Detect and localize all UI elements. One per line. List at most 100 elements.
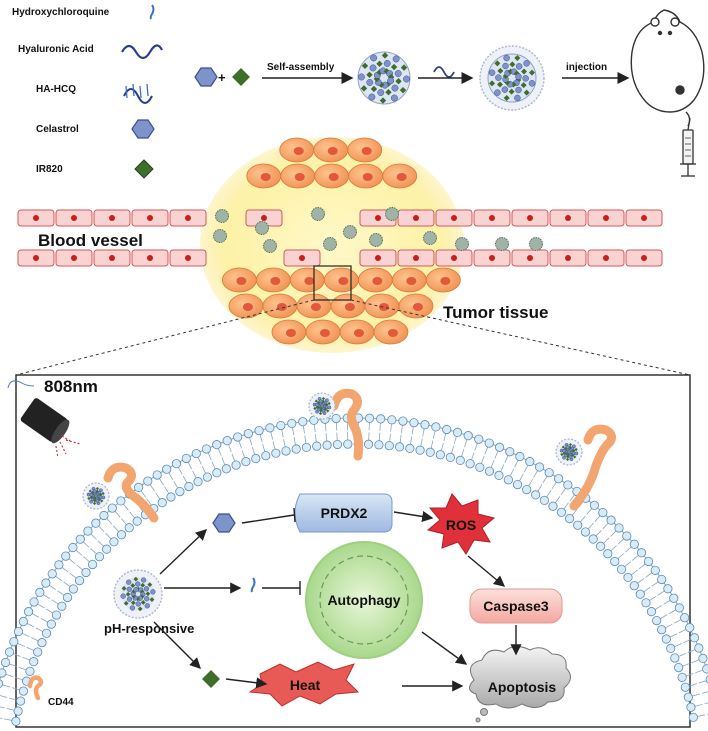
- autophagy-label: Autophagy: [327, 592, 400, 608]
- np-celastrol-dot: [135, 581, 141, 587]
- np-celastrol-dot: [515, 73, 522, 80]
- endothelial-nucleus: [641, 215, 647, 221]
- np-celastrol-dot: [144, 596, 150, 602]
- lipid-head: [680, 613, 690, 623]
- np-ir820-dot: [145, 591, 151, 597]
- lipid-head: [364, 413, 375, 423]
- vessel-nanoparticle: [369, 233, 383, 247]
- endothelial-nucleus: [375, 255, 381, 261]
- endothelial-nucleus: [603, 255, 609, 261]
- tumor-cell-nucleus: [387, 329, 398, 337]
- endothelial-nucleus: [565, 215, 571, 221]
- lipid-head: [13, 706, 23, 716]
- np-ir820-dot: [574, 447, 578, 452]
- np-ir820-dot: [130, 583, 136, 588]
- bound-nanoparticle-icon: [308, 392, 336, 420]
- np-celastrol-dot: [150, 589, 156, 595]
- lipid-head: [134, 482, 144, 493]
- lipid-head: [698, 653, 708, 663]
- lipid-head: [51, 610, 62, 620]
- bound-nanoparticle-icon: [555, 438, 583, 466]
- lipid-head: [276, 420, 286, 431]
- np-ir820-dot: [360, 85, 368, 92]
- np-ir820-dot: [507, 68, 514, 75]
- lipid-head: [37, 638, 47, 648]
- lipid-head: [657, 625, 667, 635]
- tumor-cell-nucleus: [328, 173, 339, 181]
- legend-label-celastrol: Celastrol: [36, 124, 79, 135]
- hcq-squiggle-icon: [149, 4, 155, 20]
- tumor-cell-nucleus: [270, 277, 281, 285]
- vessel-nanoparticle: [311, 207, 325, 221]
- lipid-head: [463, 431, 473, 441]
- ph-responsive-label: pH-responsive: [104, 621, 194, 636]
- np-celastrol-dot: [383, 60, 391, 67]
- tumor-cell-nucleus: [310, 303, 321, 311]
- np-ir820-dot: [87, 496, 91, 501]
- np-ir820-dot: [318, 411, 323, 415]
- lipid-head: [435, 450, 445, 460]
- np-celastrol-dot: [120, 593, 126, 599]
- lipid-head: [622, 531, 632, 541]
- lipid-head: [281, 446, 291, 456]
- legend: Hydroxychloroquine Hyaluronic Acid HA-HC…: [12, 4, 163, 179]
- lipid-head: [62, 592, 73, 603]
- arrow-np-to-celastrol: [159, 529, 208, 575]
- lipid-head: [0, 679, 4, 688]
- lipid-head: [291, 444, 301, 454]
- lipid-head: [603, 549, 613, 559]
- np-ir820-dot: [123, 600, 129, 606]
- np-celastrol-dot: [523, 60, 530, 67]
- np-ir820-dot: [313, 406, 317, 411]
- np-celastrol-dot: [370, 54, 378, 62]
- np-ir820-dot: [101, 491, 105, 496]
- np-ir820-dot: [90, 490, 95, 495]
- lipid-head: [254, 425, 264, 436]
- lipid-head: [641, 598, 651, 608]
- lipid-head: [484, 438, 494, 448]
- lipid-head: [554, 474, 564, 484]
- lipid-head: [162, 464, 172, 474]
- lipid-head: [29, 657, 39, 667]
- lipid-head: [661, 634, 671, 644]
- tumor-cell-nucleus: [353, 329, 364, 337]
- np-celastrol-dot: [368, 93, 376, 101]
- blood-vessel: Blood vessel: [17, 207, 663, 267]
- np-ir820-dot: [497, 67, 504, 74]
- vessel-nanoparticle: [323, 237, 337, 251]
- lipid-head: [431, 422, 441, 432]
- lipid-head: [13, 626, 24, 637]
- apoptosis-label: Apoptosis: [488, 679, 557, 695]
- heat-label: Heat: [290, 677, 321, 693]
- np-ir820-dot: [319, 406, 323, 410]
- np-ir820-dot: [568, 443, 573, 447]
- lipid-head: [124, 523, 134, 533]
- np-ir820-dot: [149, 597, 155, 602]
- np-ir820-dot: [147, 582, 153, 588]
- tumor-cell-nucleus: [361, 147, 372, 155]
- prdx2-node: PRDX2: [294, 493, 393, 533]
- np-celastrol-dot: [366, 79, 374, 86]
- np-ir820-dot: [390, 63, 398, 71]
- np-ir820-dot: [561, 445, 565, 449]
- lipid-head: [271, 448, 281, 458]
- np-celastrol-dot: [394, 70, 402, 77]
- np-ir820-dot: [323, 407, 328, 412]
- np-ir820-dot: [400, 64, 408, 71]
- lipid-head: [629, 539, 639, 549]
- lipid-head: [191, 448, 201, 459]
- lipid-head: [623, 572, 633, 583]
- endothelial-nucleus: [71, 215, 77, 221]
- prdx2-label: PRDX2: [321, 505, 368, 521]
- np-celastrol-dot: [369, 64, 377, 72]
- endothelial-nucleus: [603, 215, 609, 221]
- vessel-nanoparticle: [529, 237, 543, 251]
- np-ir820-dot: [316, 400, 321, 405]
- lipid-head: [650, 565, 660, 575]
- np-ir820-dot: [528, 69, 535, 76]
- lipid-tail: [704, 702, 708, 705]
- lipid-head: [452, 427, 463, 438]
- np-celastrol-dot: [90, 497, 95, 502]
- lipid-head: [589, 500, 600, 510]
- self-assembly-label: Self-assembly: [267, 62, 335, 73]
